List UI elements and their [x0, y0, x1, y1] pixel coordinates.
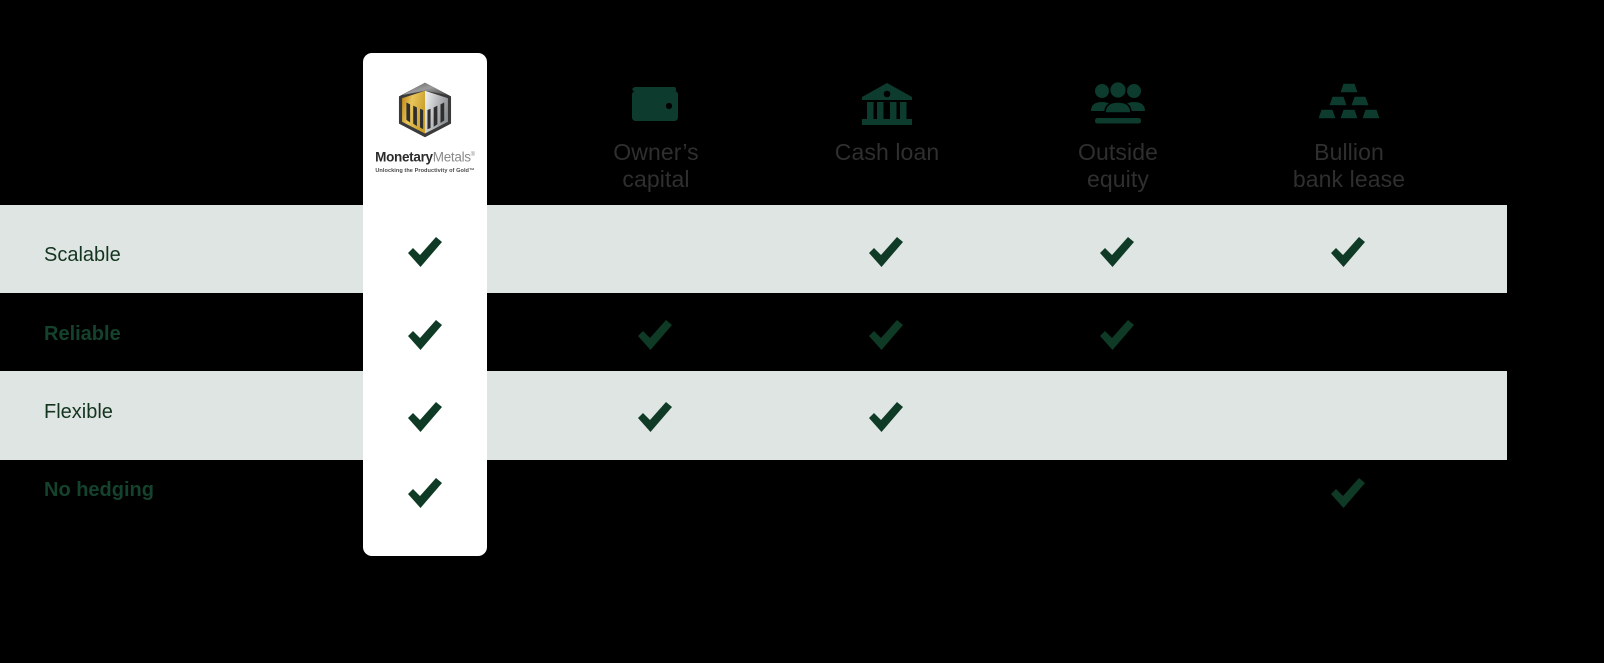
brand-name-light: Metals [432, 149, 471, 165]
check-reliable-outside-equity [1094, 312, 1140, 358]
row-label-scalable: Scalable [44, 244, 121, 266]
check-no-hedging-monetary-metals [402, 470, 448, 516]
registered-mark: ® [470, 152, 475, 158]
check-scalable-outside-equity [1094, 229, 1140, 275]
check-flexible-monetary-metals [402, 394, 448, 440]
row-label-no-hedging: No hedging [44, 479, 154, 501]
featured-column-card-monetary-metals[interactable]: MonetaryMetals® Unlocking the Productivi… [363, 53, 487, 556]
check-no-hedging-bullion-bank-lease [1325, 470, 1371, 516]
brand-wordmark: MonetaryMetals® [375, 148, 475, 165]
check-scalable-monetary-metals [402, 229, 448, 275]
row-label-flexible: Flexible [44, 401, 113, 423]
column-header-label-line2: capital [622, 166, 690, 192]
row-band-scalable [0, 205, 1507, 293]
column-header-label-line2: bank lease [1292, 166, 1406, 192]
column-header-outside-equity: Outside equity [1028, 53, 1208, 205]
check-flexible-owners-capital [632, 394, 678, 440]
column-header-label-line2: equity [1087, 166, 1149, 192]
table-header: Owner’s capital Cash loan [0, 53, 1604, 205]
wallet-icon [629, 75, 683, 133]
row-band-flexible [0, 371, 1507, 460]
people-group-icon [1089, 75, 1147, 133]
brand-logo: MonetaryMetals® Unlocking the Productivi… [363, 79, 487, 175]
monetary-metals-cube-logo [394, 79, 456, 141]
column-header-label-line1: Bullion [1314, 139, 1384, 165]
check-flexible-cash-loan [863, 394, 909, 440]
brand-name-bold: Monetary [375, 149, 433, 165]
column-header-cash-loan: Cash loan [797, 53, 977, 205]
column-header-bullion-bank-lease: Bullion bank lease [1259, 53, 1439, 205]
column-header-label-line1: Owner’s [613, 139, 699, 165]
check-scalable-cash-loan [863, 229, 909, 275]
column-header-owners-capital: Owner’s capital [566, 53, 746, 205]
brand-tagline: Unlocking the Productivity of Gold™ [375, 167, 475, 174]
column-header-label-line1: Outside [1078, 139, 1158, 165]
column-header-label-line1: Cash loan [834, 139, 940, 165]
check-reliable-cash-loan [863, 312, 909, 358]
check-reliable-owners-capital [632, 312, 678, 358]
row-label-reliable: Reliable [44, 323, 121, 345]
bank-icon [859, 75, 915, 133]
gold-bars-icon [1318, 75, 1380, 133]
check-reliable-monetary-metals [402, 312, 448, 358]
check-scalable-bullion-bank-lease [1325, 229, 1371, 275]
